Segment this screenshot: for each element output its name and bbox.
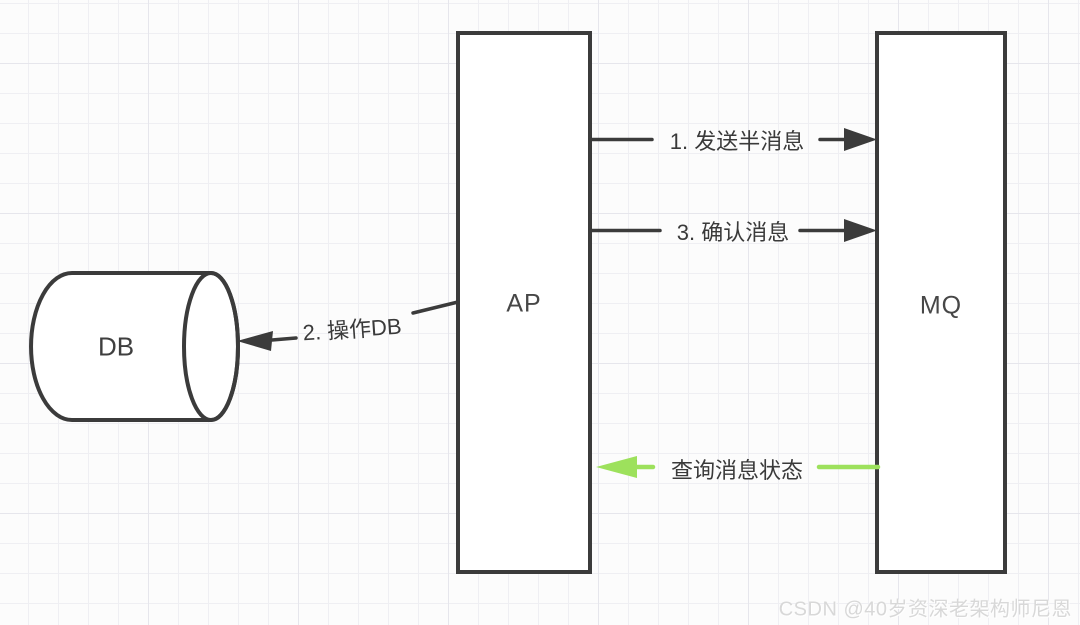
edge-operate-db	[237, 300, 460, 351]
arrowhead-left-icon	[237, 331, 273, 351]
edge-query-message-status	[596, 456, 881, 478]
edge-label-query-message-status: 查询消息状态	[670, 458, 804, 483]
edge-operate-db-line	[270, 300, 460, 342]
edge-confirm-message	[588, 219, 877, 242]
db-cylinder-shape	[29, 271, 240, 422]
edge-send-half-message	[588, 128, 877, 151]
ap-node-label: AP	[506, 289, 542, 318]
mq-node-shape	[875, 31, 1007, 574]
arrowhead-right-icon	[844, 219, 877, 242]
db-cylinder-cap	[182, 271, 240, 422]
edge-label-confirm-message: 3. 确认消息	[676, 220, 790, 245]
watermark: CSDN @40岁资深老架构师尼恩	[778, 598, 1072, 621]
mq-node-label: MQ	[919, 291, 963, 320]
arrowhead-left-green-icon	[596, 456, 637, 478]
arrowhead-right-icon	[844, 128, 877, 151]
ap-node-shape	[456, 31, 592, 574]
db-node-label: DB	[97, 331, 135, 362]
edge-label-send-half-message: 1. 发送半消息	[669, 129, 805, 154]
db-node	[29, 271, 240, 422]
